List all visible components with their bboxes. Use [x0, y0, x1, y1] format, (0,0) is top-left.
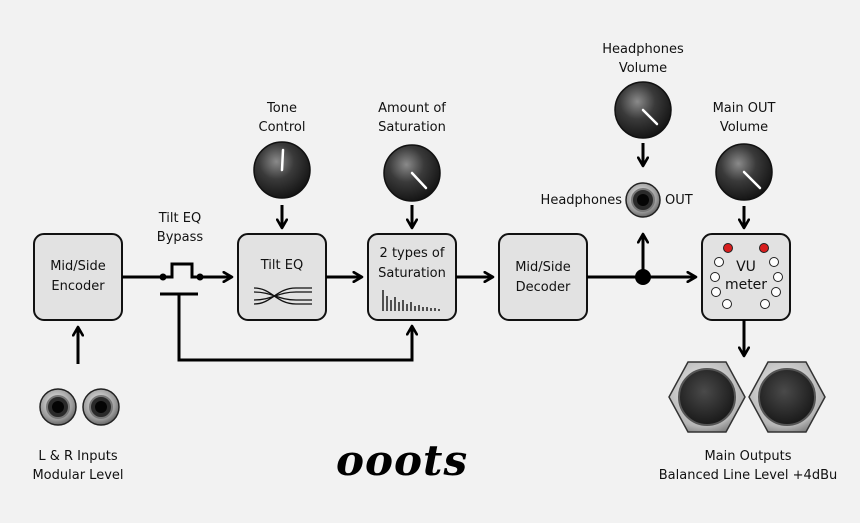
encoder-block-label: Mid/Side Encoder [50, 259, 106, 294]
headphones-volume-label: Headphones Volume [602, 42, 684, 76]
tilt-eq-block [237, 233, 327, 321]
main-output-right-connector[interactable] [748, 361, 826, 433]
tilt-eq-bypass-switch[interactable] [159, 262, 204, 296]
bypass-label: Tilt EQ Bypass [156, 211, 204, 245]
main-out-volume-label: Main OUT Volume [712, 101, 776, 135]
decoder-block-label: Mid/Side Decoder [515, 260, 571, 295]
vu-led-red-left [723, 243, 733, 253]
vu-led-red-right [759, 243, 769, 253]
headphones-jack-left-label: Headphones [540, 193, 622, 208]
bypass-route-line [177, 294, 412, 362]
right-input-jack[interactable] [82, 388, 120, 426]
headphones-volume-knob[interactable] [614, 81, 672, 139]
main-output-left-connector[interactable] [668, 361, 746, 433]
saturation-block-label: 2 types of Saturation [378, 246, 446, 281]
inputs-label: L & R Inputs Modular Level [32, 449, 124, 483]
outputs-label: Main Outputs Balanced Line Level +4dBu [658, 449, 838, 483]
tilt-eq-curve-icon [253, 287, 312, 305]
vu-meter-block [701, 233, 791, 321]
main-out-volume-knob[interactable] [715, 143, 773, 201]
headphones-jack-right-label: OUT [665, 193, 693, 208]
vu-meter-block-label: VU meter [724, 259, 768, 293]
saturation-amount-label: Amount of Saturation [378, 101, 446, 135]
brand-logo: ooots [336, 436, 469, 485]
saturation-amount-knob[interactable] [383, 144, 441, 202]
harmonics-spectrum-icon [382, 290, 440, 311]
split-node [635, 269, 651, 285]
vu-led-ring [710, 243, 783, 309]
tone-control-knob[interactable] [253, 141, 311, 199]
headphones-jack[interactable] [625, 182, 661, 218]
tilt-eq-block-label: Tilt EQ [260, 258, 304, 273]
tone-control-label: Tone Control [258, 101, 306, 135]
left-input-jack[interactable] [39, 388, 77, 426]
